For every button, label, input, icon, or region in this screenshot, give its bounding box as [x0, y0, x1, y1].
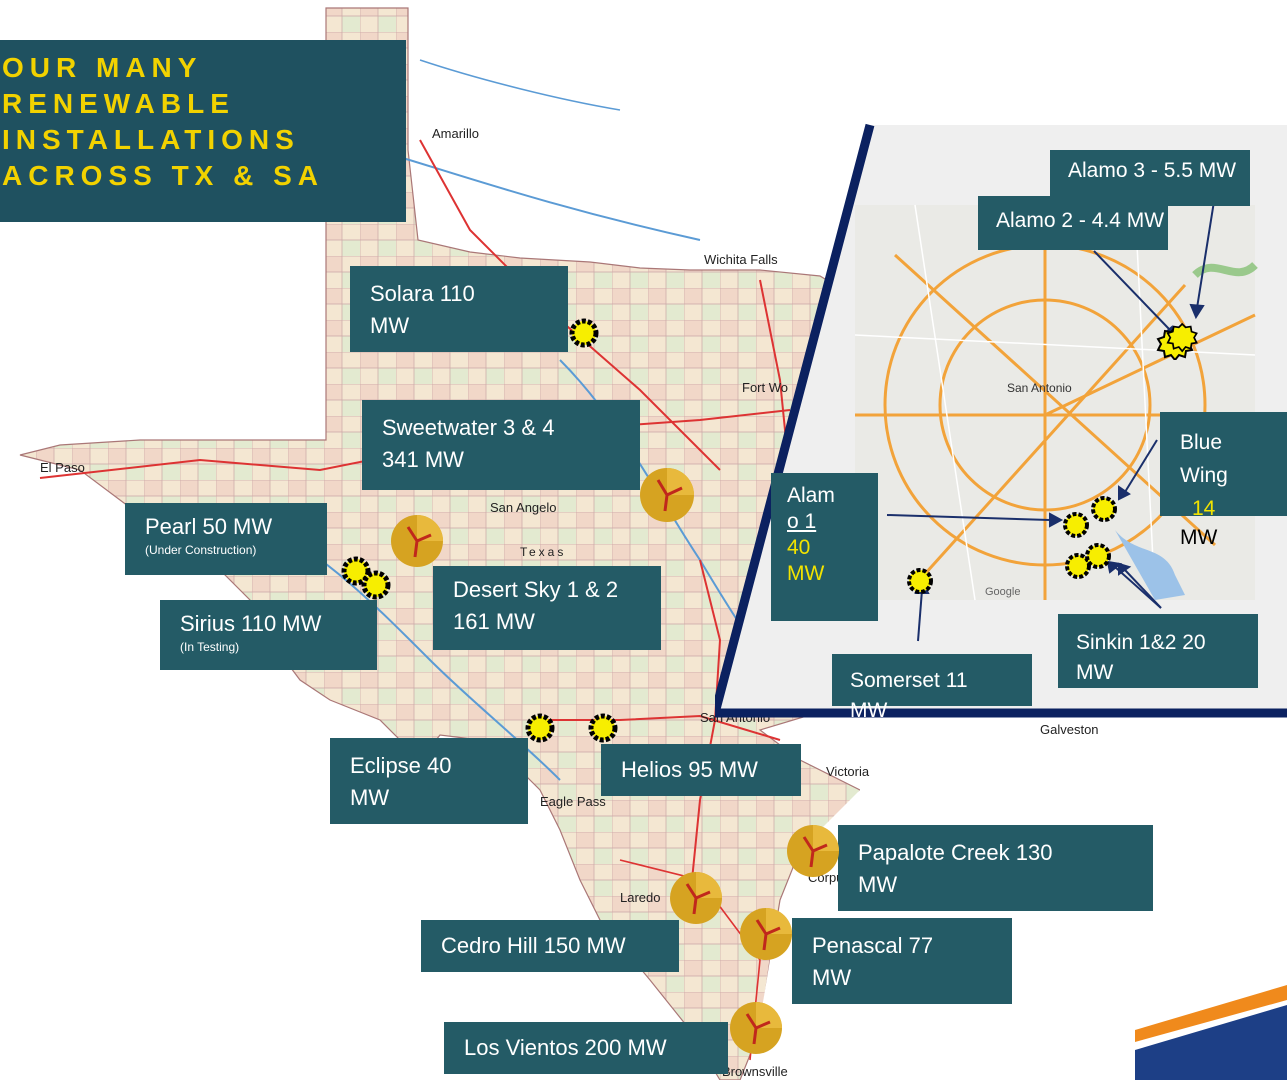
sun-icon-helios [588, 713, 618, 743]
label-cedro-hill-line1: Cedro Hill 150 MW [441, 933, 626, 958]
sun-icon-alamo [1156, 322, 1198, 360]
label-pearl-line1: Pearl 50 MW [145, 514, 273, 539]
title-line-3: INSTALLATIONS [2, 124, 300, 155]
sun-icon-somerset [907, 568, 933, 594]
label-papalote-creek-line2: MW [858, 872, 898, 897]
svg-text:Fort Wo: Fort Wo [742, 380, 788, 395]
sun-icon-pearl-sirius [341, 556, 391, 600]
svg-text:Texas: Texas [520, 545, 566, 559]
label-sinkin-a: Sinkin 1&2 20 [1076, 631, 1206, 654]
label-eclipse-line1: Eclipse 40 [350, 753, 452, 778]
label-alamo-1-b: o 1 [787, 510, 817, 533]
label-alamo-2: Alamo 2 - 4.4 MW [978, 196, 1168, 250]
label-sirius: Sirius 110 MW (In Testing) [160, 600, 377, 670]
label-cedro-hill: Cedro Hill 150 MW [421, 920, 679, 972]
sun-icon-sinkin [1065, 543, 1111, 579]
label-somerset-b: MW [850, 699, 888, 722]
label-solara-line1: Solara 110 [370, 281, 475, 306]
label-penascal-line1: Penascal 77 [812, 933, 934, 958]
label-los-vientos: Los Vientos 200 MW [444, 1022, 728, 1074]
label-los-vientos-line1: Los Vientos 200 MW [464, 1035, 667, 1060]
inset-city-label: San Antonio [1007, 381, 1072, 395]
label-alamo-2-text: Alamo 2 - 4.4 MW [996, 209, 1165, 232]
label-desert-sky: Desert Sky 1 & 2 161 MW [433, 566, 661, 650]
label-pearl-sub: (Under Construction) [145, 543, 257, 557]
svg-text:Eagle Pass: Eagle Pass [540, 794, 606, 809]
title-box: OUR MANY RENEWABLE INSTALLATIONS ACROSS … [0, 40, 406, 222]
svg-text:Google: Google [985, 586, 1020, 598]
label-helios-line1: Helios 95 MW [621, 757, 758, 782]
title-line-4: ACROSS TX & SA [2, 160, 325, 191]
label-somerset-a: Somerset 11 [850, 669, 968, 692]
label-alamo-1: Alam o 1 40 MW [771, 473, 878, 621]
wind-turbine-icon-cedro-hill [670, 872, 722, 924]
label-blue-wing-d: MW [1180, 526, 1218, 549]
label-papalote-creek: Papalote Creek 130 MW [838, 825, 1153, 911]
wind-turbine-icon-sweetwater [640, 468, 694, 522]
label-alamo-1-d: MW [787, 562, 825, 585]
label-sweetwater: Sweetwater 3 & 4 341 MW [362, 400, 640, 490]
sun-icon-eclipse [525, 713, 555, 743]
label-solara: Solara 110 MW [350, 266, 568, 352]
svg-text:San Angelo: San Angelo [490, 500, 557, 515]
label-blue-wing-a: Blue [1180, 431, 1223, 454]
wind-turbine-icon-papalote [787, 825, 839, 877]
label-solara-line2: MW [370, 313, 410, 338]
wind-turbine-icon-penascal [740, 908, 792, 960]
label-eclipse-line2: MW [350, 785, 390, 810]
title-line-2: RENEWABLE [2, 88, 235, 119]
svg-text:Brownsville: Brownsville [722, 1064, 788, 1079]
label-sirius-sub: (In Testing) [180, 640, 240, 654]
label-somerset: Somerset 11 MW [832, 654, 1032, 722]
svg-text:Wichita Falls: Wichita Falls [704, 252, 778, 267]
label-helios: Helios 95 MW [601, 744, 801, 796]
label-desert-sky-line2: 161 MW [453, 609, 535, 634]
sun-icon-solara [569, 318, 599, 348]
label-pearl: Pearl 50 MW (Under Construction) [125, 503, 327, 575]
label-sirius-line1: Sirius 110 MW [180, 611, 322, 636]
label-sweetwater-line2: 341 MW [382, 447, 464, 472]
label-eclipse: Eclipse 40 MW [330, 738, 528, 824]
label-blue-wing-b: Wing [1180, 464, 1228, 487]
svg-text:Laredo: Laredo [620, 890, 660, 905]
title-line-1: OUR MANY [2, 52, 203, 83]
label-sweetwater-line1: Sweetwater 3 & 4 [382, 415, 555, 440]
wind-turbine-icon-desert-sky [391, 515, 443, 567]
label-desert-sky-line1: Desert Sky 1 & 2 [453, 577, 619, 602]
svg-text:Galveston: Galveston [1040, 722, 1099, 737]
label-penascal-line2: MW [812, 965, 852, 990]
svg-text:Amarillo: Amarillo [432, 126, 479, 141]
label-alamo-1-a: Alam [787, 484, 835, 507]
city-el-paso: El Paso [40, 460, 85, 475]
label-blue-wing: Blue Wing 14 [1160, 412, 1287, 520]
label-alamo-1-c: 40 [787, 536, 811, 559]
label-blue-wing-c: 14 [1192, 497, 1216, 520]
label-sinkin-b: MW [1076, 661, 1114, 684]
label-sinkin: Sinkin 1&2 20 MW [1058, 614, 1258, 688]
label-penascal: Penascal 77 MW [792, 918, 1012, 1004]
sun-icon-alamo1-bluewing [1063, 496, 1117, 538]
label-papalote-creek-line1: Papalote Creek 130 [858, 840, 1053, 865]
wind-turbine-icon-los-vientos [730, 1002, 782, 1054]
svg-text:Victoria: Victoria [826, 764, 870, 779]
